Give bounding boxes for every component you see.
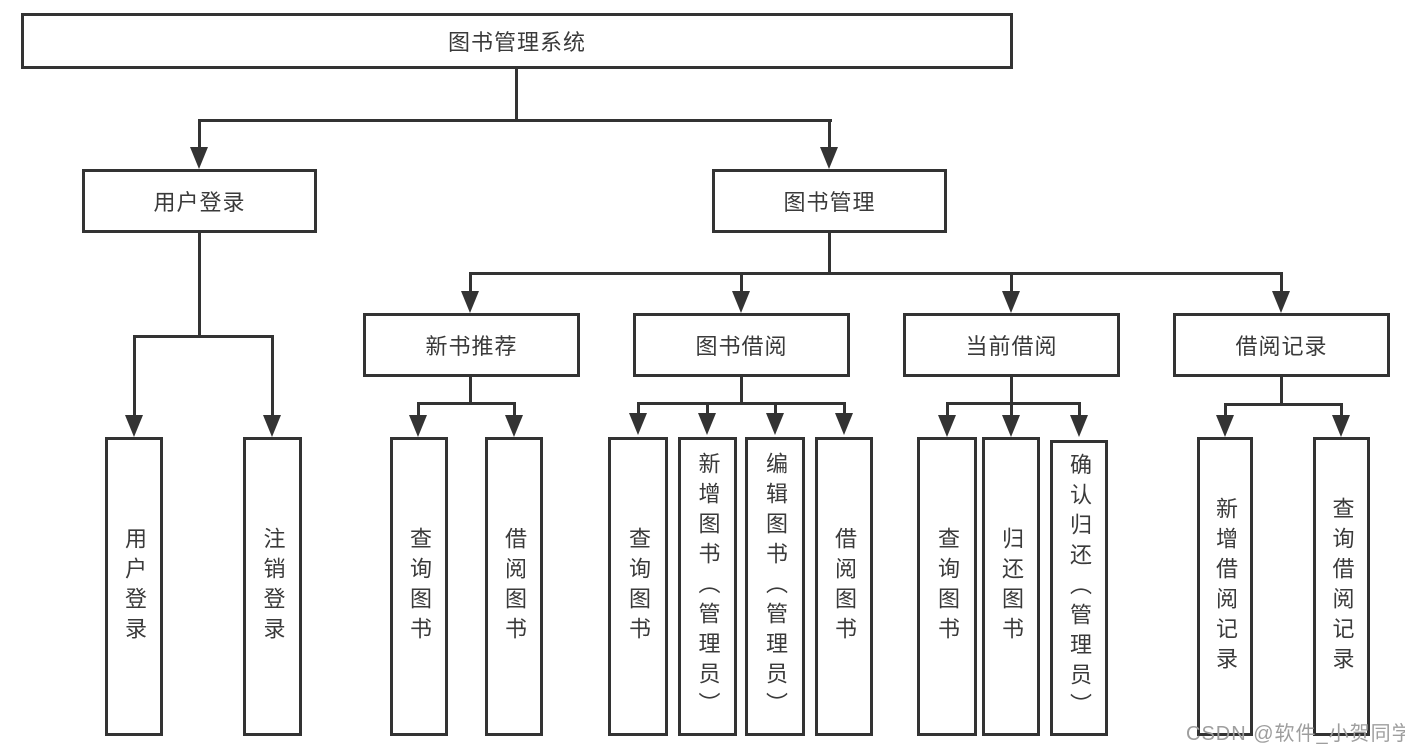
arrowhead-icon [835, 413, 853, 435]
leaf-return-books-label: 归还图书 [999, 526, 1024, 647]
connector-line [198, 119, 201, 151]
leaf-confirm-return-admin-label: 确认归还（管理员） [1067, 453, 1092, 723]
arrowhead-icon [1216, 415, 1234, 437]
connector-line [417, 402, 516, 405]
leaf-query-books-borrowing-label: 查询图书 [626, 526, 651, 647]
leaf-user-login: 用户登录 [105, 437, 163, 736]
leaf-logout: 注销登录 [243, 437, 302, 736]
node-book-borrowing: 图书借阅 [633, 313, 850, 377]
arrowhead-icon [263, 415, 281, 437]
leaf-query-books-recommend-label: 查询图书 [407, 526, 432, 647]
connector-line [946, 402, 949, 418]
leaf-add-books-admin: 新增图书（管理员） [678, 437, 737, 736]
leaf-query-books-borrowing: 查询图书 [608, 437, 668, 736]
arrowhead-icon [766, 413, 784, 435]
connector-line [1224, 403, 1343, 406]
connector-line [637, 402, 846, 405]
arrowhead-icon [125, 415, 143, 437]
arrowhead-icon [820, 147, 838, 169]
node-book-management-label: 图书管理 [783, 190, 876, 215]
arrowhead-icon [1002, 291, 1020, 313]
leaf-return-books: 归还图书 [982, 437, 1040, 736]
arrowhead-icon [1272, 291, 1290, 313]
connector-line [513, 402, 516, 418]
arrowhead-icon [409, 415, 427, 437]
connector-line [637, 402, 640, 416]
arrowhead-icon [938, 415, 956, 437]
node-current-borrowing-label: 当前借阅 [965, 334, 1058, 359]
arrowhead-icon [461, 291, 479, 313]
connector-line [740, 377, 743, 404]
arrowhead-icon [698, 413, 716, 435]
leaf-query-borrow-record-label: 查询借阅记录 [1329, 496, 1355, 677]
node-current-borrowing: 当前借阅 [903, 313, 1120, 377]
connector-line [1224, 403, 1227, 418]
connector-line [1010, 272, 1013, 295]
leaf-query-borrow-record: 查询借阅记录 [1313, 437, 1370, 736]
node-root: 图书管理系统 [21, 13, 1013, 69]
leaf-query-books-current-label: 查询图书 [935, 526, 960, 647]
connector-line [271, 335, 274, 419]
leaf-add-borrow-record-label: 新增借阅记录 [1213, 496, 1238, 677]
node-new-book-recommendation-label: 新书推荐 [425, 334, 518, 359]
node-root-label: 图书管理系统 [447, 30, 586, 55]
node-user-login-label: 用户登录 [153, 190, 246, 215]
connector-line [828, 119, 831, 151]
leaf-confirm-return-admin: 确认归还（管理员） [1050, 440, 1108, 736]
arrowhead-icon [1002, 415, 1020, 437]
connector-line [417, 402, 420, 418]
connector-line [133, 335, 136, 419]
connector-line [706, 402, 709, 416]
connector-line [198, 233, 201, 337]
connector-line [198, 119, 832, 122]
connector-line [774, 402, 777, 416]
node-borrowing-records-label: 借阅记录 [1235, 334, 1328, 359]
arrowhead-icon [190, 147, 208, 169]
node-user-login: 用户登录 [82, 169, 317, 233]
arrowhead-icon [1332, 415, 1350, 437]
connector-line [1010, 377, 1013, 404]
connector-line [1280, 377, 1283, 405]
connector-line [740, 272, 743, 295]
leaf-borrow-books-borrowing: 借阅图书 [815, 437, 873, 736]
arrowhead-icon [732, 291, 750, 313]
connector-line [515, 69, 518, 120]
leaf-logout-label: 注销登录 [260, 526, 286, 647]
node-book-borrowing-label: 图书借阅 [695, 334, 788, 359]
leaf-query-books-current: 查询图书 [917, 437, 977, 736]
leaf-borrow-books-recommend: 借阅图书 [485, 437, 543, 736]
node-new-book-recommendation: 新书推荐 [363, 313, 580, 377]
connector-line [1078, 402, 1081, 418]
leaf-add-books-admin-label: 新增图书（管理员） [695, 451, 721, 722]
connector-line [1280, 272, 1283, 295]
connector-line [469, 377, 472, 404]
leaf-borrow-books-recommend-label: 借阅图书 [502, 526, 527, 647]
connector-line [946, 402, 1081, 405]
leaf-add-borrow-record: 新增借阅记录 [1197, 437, 1253, 736]
connector-line [469, 272, 472, 295]
leaf-edit-books-admin-label: 编辑图书（管理员） [763, 451, 788, 722]
leaf-user-login-label: 用户登录 [122, 526, 147, 647]
leaf-edit-books-admin: 编辑图书（管理员） [745, 437, 805, 736]
leaf-borrow-books-borrowing-label: 借阅图书 [832, 526, 857, 647]
connector-line [1010, 402, 1013, 418]
leaf-query-books-recommend: 查询图书 [390, 437, 448, 736]
node-borrowing-records: 借阅记录 [1173, 313, 1390, 377]
arrowhead-icon [505, 415, 523, 437]
connector-line [469, 272, 1283, 275]
arrowhead-icon [629, 413, 647, 435]
connector-line [828, 233, 831, 274]
connector-line [843, 402, 846, 416]
connector-line [1340, 403, 1343, 418]
arrowhead-icon [1070, 415, 1088, 437]
node-book-management: 图书管理 [712, 169, 947, 233]
csdn-watermark: CSDN @软件_小贺同学 [1186, 723, 1405, 745]
connector-line [133, 335, 274, 338]
